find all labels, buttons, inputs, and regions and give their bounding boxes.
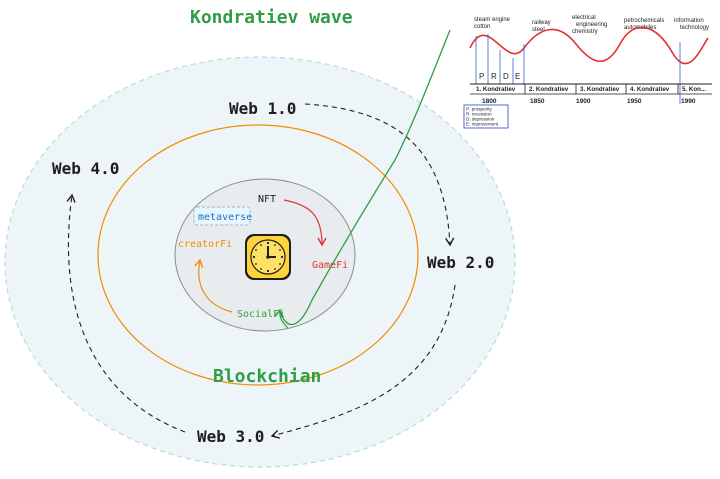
socialfi-up-arrow xyxy=(274,308,289,329)
innovation-3: electrical engineering chemistry xyxy=(572,15,609,35)
phase-legend-box xyxy=(463,104,509,129)
arrow-web2-to-web3 xyxy=(270,284,456,439)
kondratiev-wave-curve xyxy=(469,26,709,65)
phase-legend: P: prosperity R: recession D: depression… xyxy=(466,107,499,127)
year-1800: 1800 xyxy=(482,98,497,105)
phase-e: E xyxy=(515,72,520,81)
wave-label-2: 2. Kondratiev xyxy=(529,86,569,93)
metaverse-box xyxy=(193,206,251,226)
metaverse-label: metaverse xyxy=(198,212,252,223)
wave-label-3: 3. Kondratiev xyxy=(580,86,620,93)
arrow-socialfi-to-creatorfi xyxy=(194,258,233,313)
phase-d: D xyxy=(503,72,509,81)
kondratiev-growth-line xyxy=(279,29,451,326)
innovation-1: steam engine cotton xyxy=(474,17,512,30)
arrow-nft-to-gamefi xyxy=(283,199,327,247)
year-1900: 1900 xyxy=(576,98,591,105)
creatorfi-label: creatorFi xyxy=(178,239,232,250)
web-stage-1: Web 1.0 xyxy=(229,99,296,118)
web-stage-3: Web 3.0 xyxy=(197,427,264,446)
year-1950: 1950 xyxy=(627,98,642,105)
nft-label: NFT xyxy=(258,194,276,205)
blockchain-ring xyxy=(97,124,419,386)
innovation-4: petrochemicals automobiles xyxy=(624,18,666,31)
page-title: Kondratiev wave xyxy=(190,7,353,28)
web-stage-2: Web 2.0 xyxy=(427,253,494,272)
wave-label-4: 4. Kondratiev xyxy=(630,86,670,93)
socialfi-label: SocialFi xyxy=(237,309,285,320)
wave-label-1: 1. Kondratiev xyxy=(476,86,516,93)
innovation-5: information technology xyxy=(674,18,709,31)
wave-label-5: 5. Kon... xyxy=(682,86,706,93)
year-1990: 1990 xyxy=(681,98,696,105)
phase-p: P xyxy=(479,72,484,81)
web-stage-4: Web 4.0 xyxy=(52,159,119,178)
gamefi-label: GameFi xyxy=(312,260,348,271)
year-1850: 1850 xyxy=(530,98,545,105)
blockchain-label: Blockchian xyxy=(213,366,321,387)
innovation-2: railway steel xyxy=(532,20,552,33)
clock-icon xyxy=(245,234,291,280)
kondratiev-chart: steam engine cotton railway steel electr… xyxy=(463,15,712,129)
phase-r: R xyxy=(491,72,497,81)
arrow-web3-to-web4 xyxy=(66,193,186,433)
